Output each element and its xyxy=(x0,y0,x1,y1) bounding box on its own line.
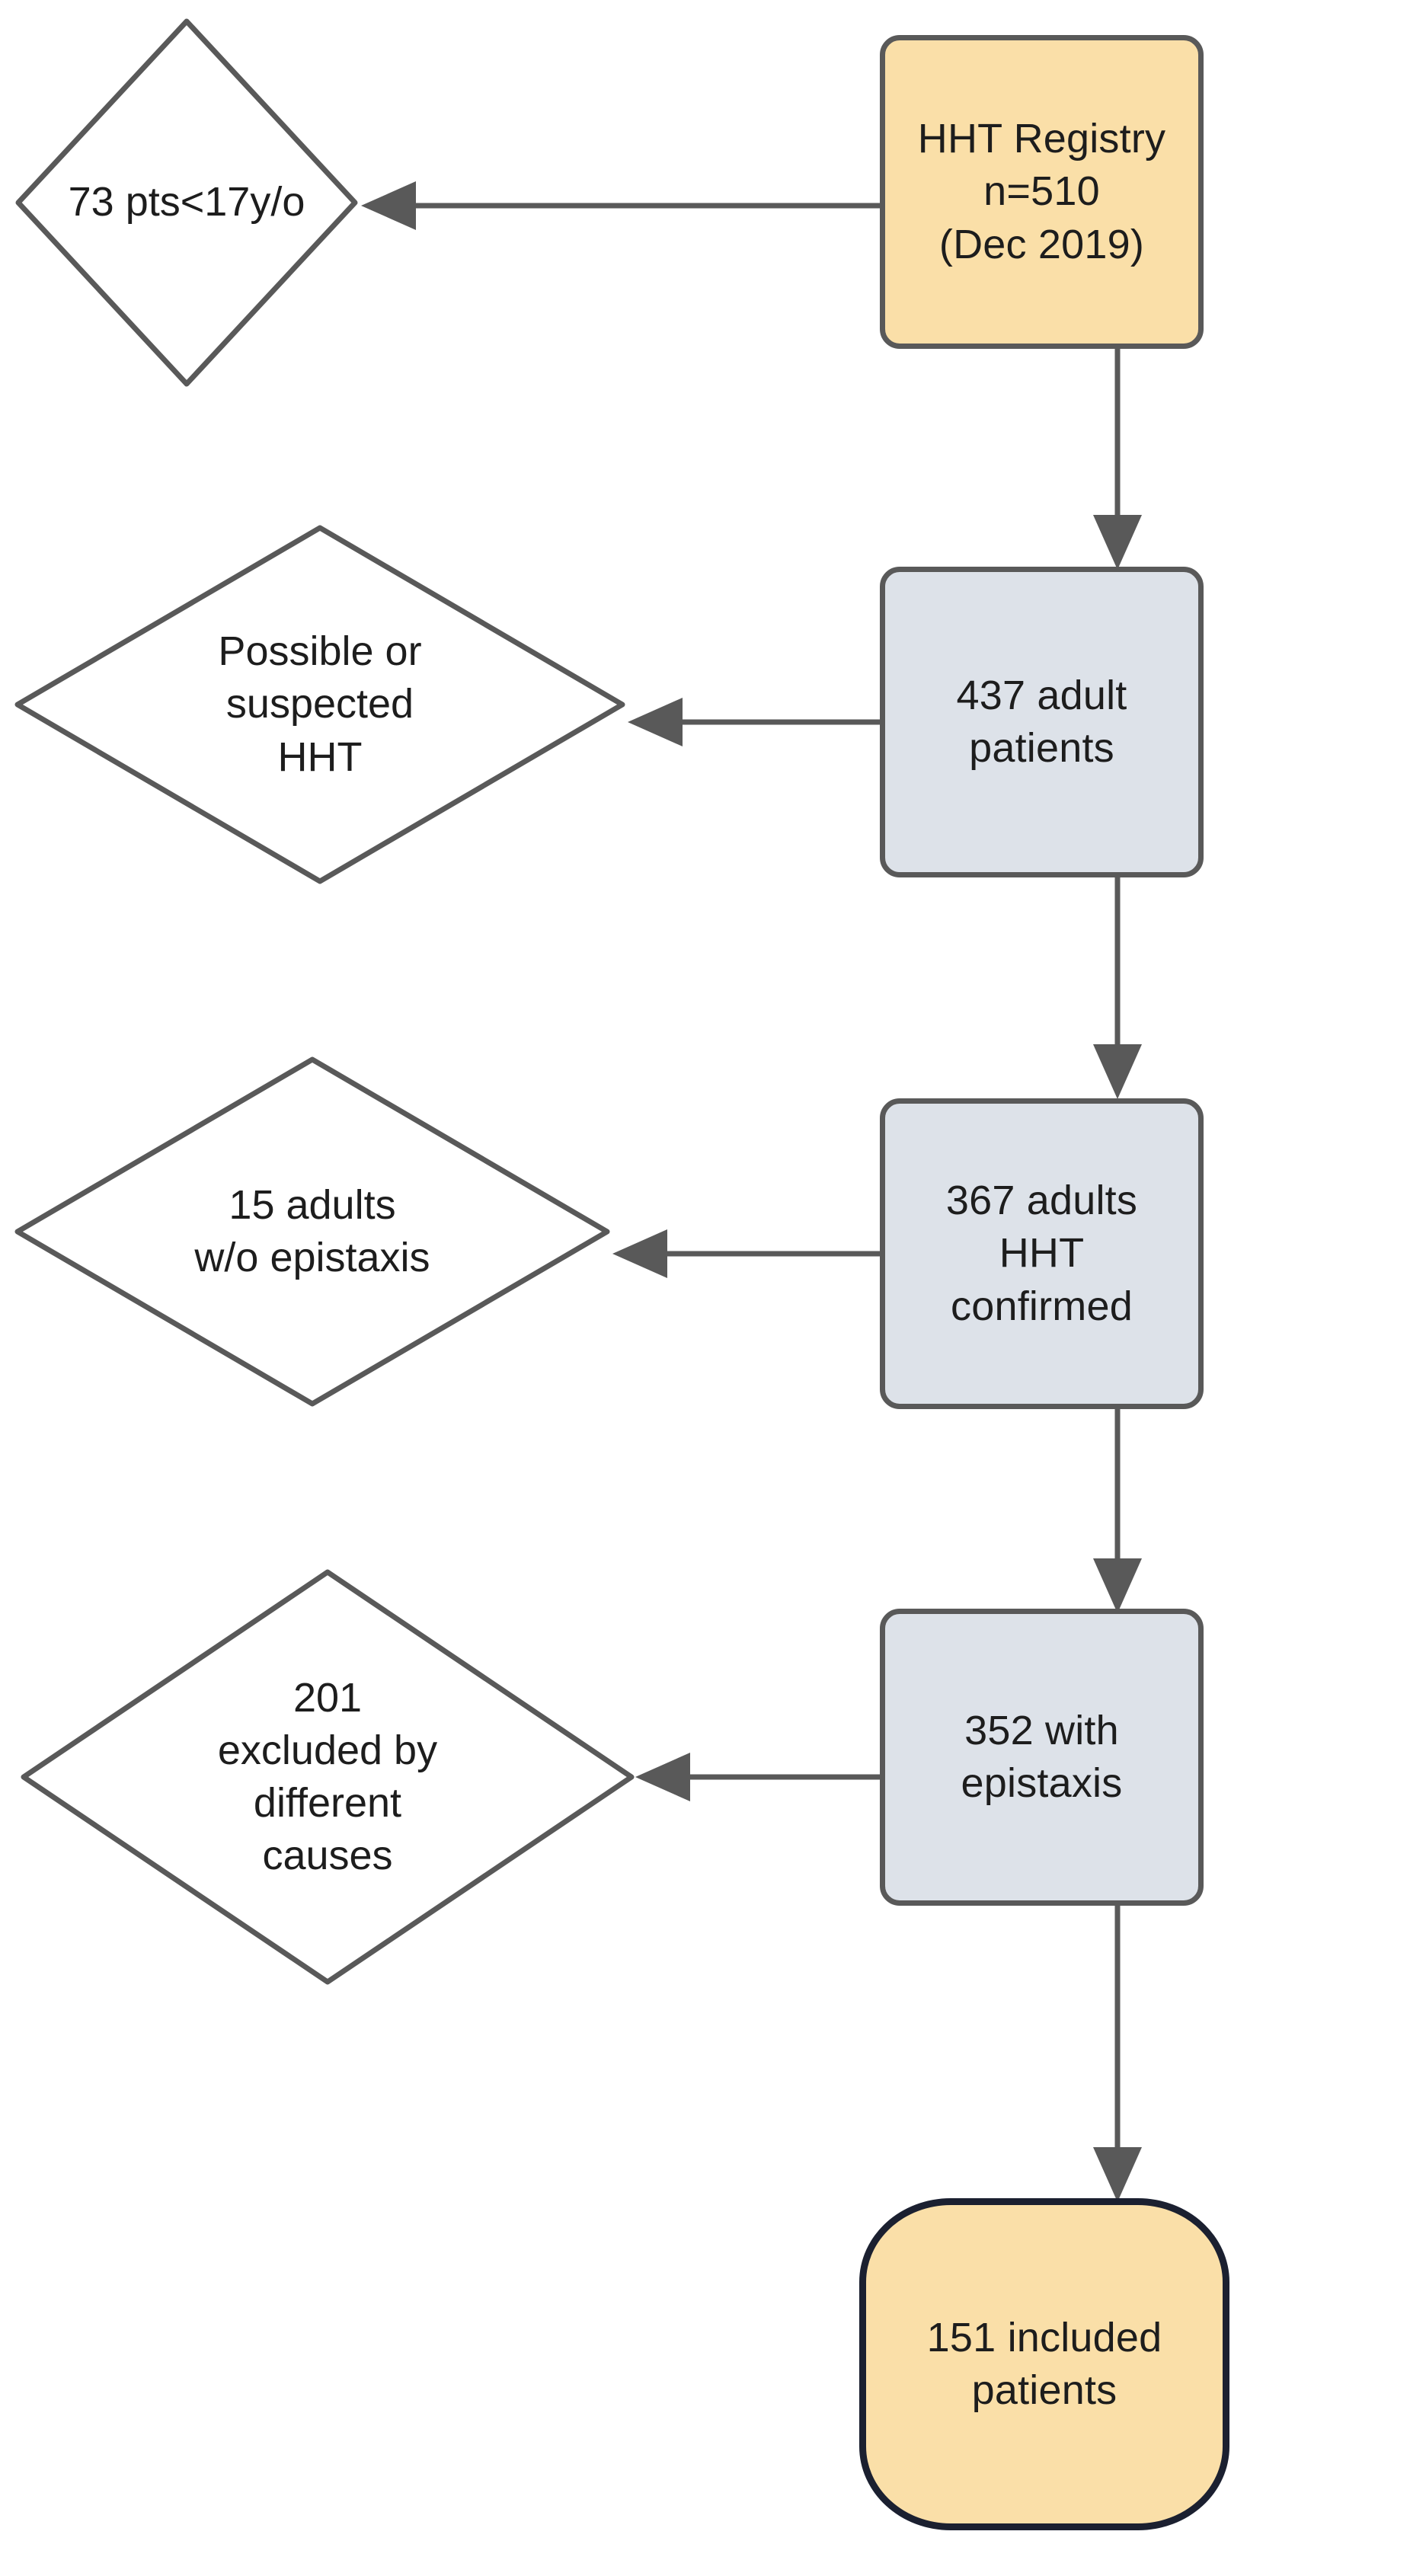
edge-registry-to-adults xyxy=(1093,343,1142,571)
edge-confirmed-to-no-epistaxis xyxy=(609,1229,884,1278)
diamond-shape xyxy=(21,1569,635,1985)
edge-adults-to-confirmed xyxy=(1093,872,1142,1101)
node-hht-registry[interactable]: HHT Registry n=510 (Dec 2019) xyxy=(880,35,1204,349)
node-label: 437 adult patients xyxy=(956,672,1127,771)
node-included-patients[interactable]: 151 included patients xyxy=(859,2198,1229,2530)
node-excluded-other[interactable]: 201 excluded by different causes xyxy=(17,1565,638,1989)
edge-epistaxis-to-other xyxy=(632,1753,884,1801)
edge-adults-to-possible xyxy=(625,698,884,746)
node-label: 352 with epistaxis xyxy=(961,1707,1123,1806)
diamond-shape xyxy=(14,1056,610,1407)
node-excluded-minors[interactable]: 73 pts<17y/o xyxy=(11,14,363,392)
node-label: 151 included patients xyxy=(926,2314,1162,2413)
edge-registry-to-minors xyxy=(358,181,884,230)
node-adult-patients[interactable]: 437 adult patients xyxy=(880,567,1204,877)
node-with-epistaxis[interactable]: 352 with epistaxis xyxy=(880,1609,1204,1906)
edge-epistaxis-to-included xyxy=(1093,1900,1142,2205)
edge-confirmed-to-epistaxis xyxy=(1093,1405,1142,1615)
node-excluded-possible[interactable]: Possible or suspected HHT xyxy=(11,521,629,888)
node-label: 367 adults HHT confirmed xyxy=(945,1178,1138,1329)
node-label: HHT Registry n=510 (Dec 2019) xyxy=(917,116,1166,267)
node-excluded-no-epistaxis[interactable]: 15 adults w/o epistaxis xyxy=(11,1053,614,1411)
node-hht-confirmed[interactable]: 367 adults HHT confirmed xyxy=(880,1098,1204,1409)
diamond-shape xyxy=(15,18,358,387)
diamond-shape xyxy=(14,525,625,884)
